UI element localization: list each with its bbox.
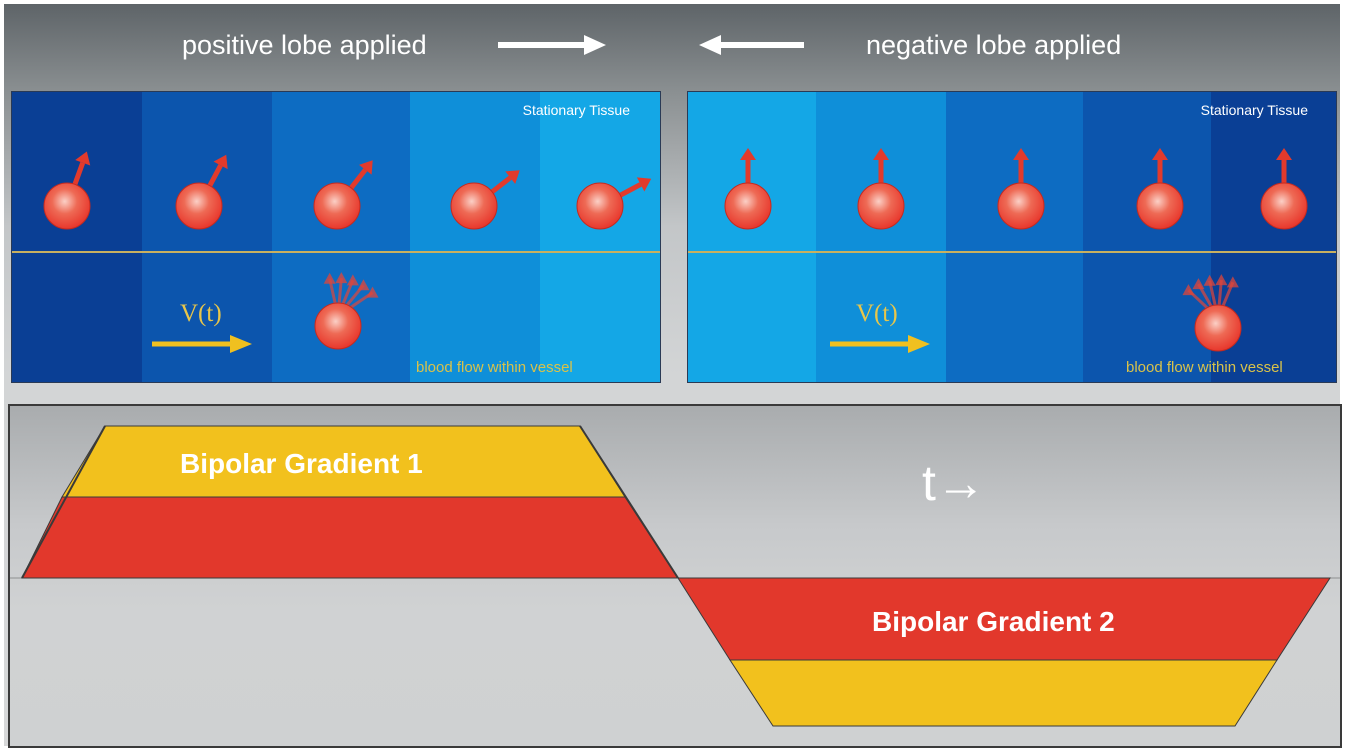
figure-frame: positive lobe applied negative lobe appl… [4, 4, 1342, 748]
tissue-band-2 [816, 92, 946, 382]
tissue-band-1 [688, 92, 816, 382]
gradient-1-right-edge [579, 425, 679, 579]
stationary-spin-2 [175, 154, 228, 230]
left-arrow-icon [699, 35, 804, 55]
right-arrow-icon [498, 35, 606, 55]
stationary-tissue-label: Stationary Tissue [522, 102, 630, 118]
stationary-spin-4 [450, 170, 520, 230]
stationary-spin-3 [313, 160, 373, 230]
stationary-spin-3 [997, 148, 1045, 230]
stationary-spin-5 [576, 177, 652, 230]
stationary-spin-1 [43, 151, 91, 230]
header: positive lobe applied negative lobe appl… [4, 4, 1345, 90]
gradient-1-label: Bipolar Gradient 1 [180, 448, 423, 479]
velocity-label: V(t) [180, 300, 222, 327]
tissue-band-4 [1083, 92, 1211, 382]
velocity-arrow-icon [152, 335, 252, 353]
blood-flow-label: blood flow within vessel [1126, 359, 1283, 376]
stationary-tissue-label: Stationary Tissue [1200, 102, 1308, 118]
gradient-2-label: Bipolar Gradient 2 [872, 606, 1115, 637]
positive-lobe-scene [12, 92, 660, 382]
negative-lobe-scene [688, 92, 1336, 382]
positive-lobe-label: positive lobe applied [182, 30, 427, 60]
blood-flow-label: blood flow within vessel [416, 359, 573, 376]
negative-lobe-panel: Stationary Tissue V(t) blood flow within… [687, 91, 1337, 383]
stationary-spin-5 [1260, 148, 1308, 230]
flowing-spin [314, 272, 379, 350]
stationary-spin-2 [857, 148, 905, 230]
positive-lobe-panel: Stationary Tissue V(t) blood flow within… [11, 91, 661, 383]
gradient-lobes [10, 425, 1340, 727]
negative-lobe-label: negative lobe applied [866, 30, 1122, 60]
gradient-1-red [21, 496, 679, 579]
gradient-1-left-edge [21, 425, 106, 579]
tissue-band-2 [142, 92, 272, 382]
velocity-label: V(t) [856, 300, 898, 327]
gradient-2-yellow [729, 659, 1278, 727]
flowing-spin [1182, 274, 1242, 352]
header-arrows [498, 35, 804, 55]
tissue-band-1 [12, 92, 142, 382]
tissue-band-4 [410, 92, 540, 382]
velocity-arrow-icon [830, 335, 930, 353]
tissue-band-5 [540, 92, 660, 382]
stationary-spin-4 [1136, 148, 1184, 230]
tissue-band-3 [946, 92, 1083, 382]
gradient-diagram: Bipolar Gradient 1 Bipolar Gradient 2 t→ [8, 404, 1342, 748]
time-axis-label: t→ [922, 455, 986, 511]
stationary-spin-1 [724, 148, 772, 230]
